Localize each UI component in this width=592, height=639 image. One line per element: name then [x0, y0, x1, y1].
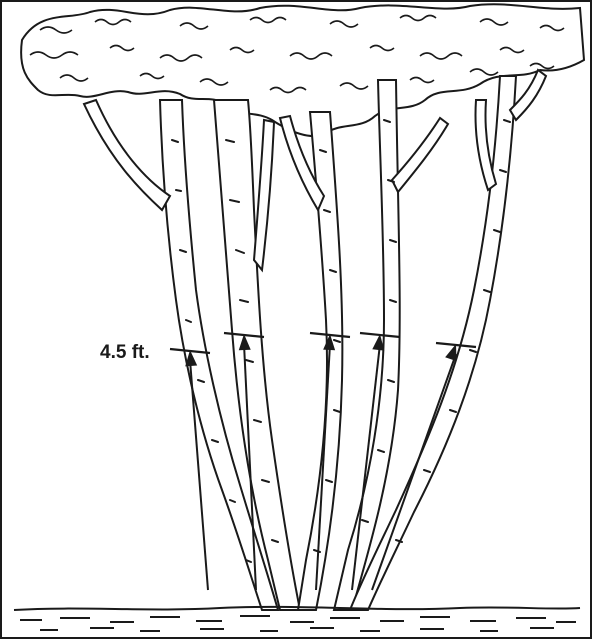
stem-2-branch — [254, 120, 274, 270]
stem-5-branch — [476, 100, 497, 190]
tree-stems — [84, 70, 546, 610]
stem-4-branch — [392, 118, 448, 192]
measurement-label: 4.5 ft. — [100, 342, 150, 363]
stem-2 — [214, 100, 300, 610]
measure-arrowhead-4 — [372, 334, 384, 351]
stem-1-branch — [84, 100, 170, 210]
measure-arrowhead-5 — [445, 344, 456, 361]
